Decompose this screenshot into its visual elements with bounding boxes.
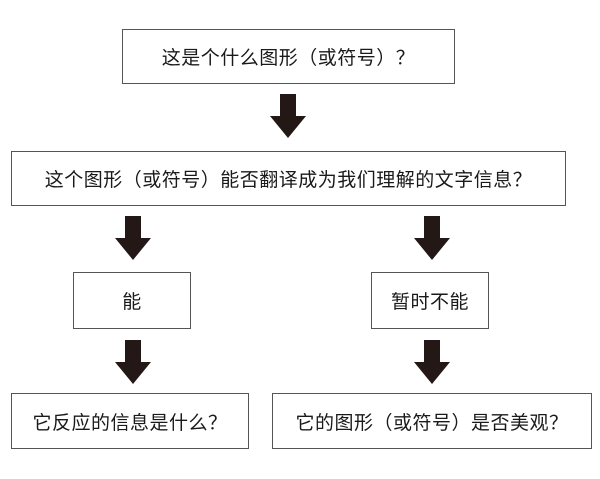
question-what-symbol-text: 这是个什么图形（或符号）？ xyxy=(161,47,416,69)
down-arrow-icon xyxy=(414,216,450,260)
down-arrow-icon xyxy=(115,216,151,260)
question-what-symbol-box: 这是个什么图形（或符号）？ xyxy=(122,29,455,84)
question-translatable-text: 这个图形（或符号）能否翻译成为我们理解的文字信息？ xyxy=(44,169,533,191)
question-translatable-box: 这个图形（或符号）能否翻译成为我们理解的文字信息？ xyxy=(11,151,566,206)
down-arrow-icon xyxy=(414,340,450,384)
down-arrow-icon xyxy=(115,340,151,384)
branch-no-box: 暂时不能 xyxy=(371,272,489,329)
down-arrow-icon xyxy=(270,94,306,138)
question-meaning-box: 它反应的信息是什么？ xyxy=(11,393,249,449)
question-aesthetic-box: 它的图形（或符号）是否美观？ xyxy=(272,393,592,449)
branch-yes-box: 能 xyxy=(73,272,191,329)
question-aesthetic-text: 它的图形（或符号）是否美观？ xyxy=(295,411,569,434)
question-meaning-text: 它反应的信息是什么？ xyxy=(32,411,228,434)
branch-yes-text: 能 xyxy=(122,291,142,313)
branch-no-text: 暂时不能 xyxy=(390,291,469,313)
